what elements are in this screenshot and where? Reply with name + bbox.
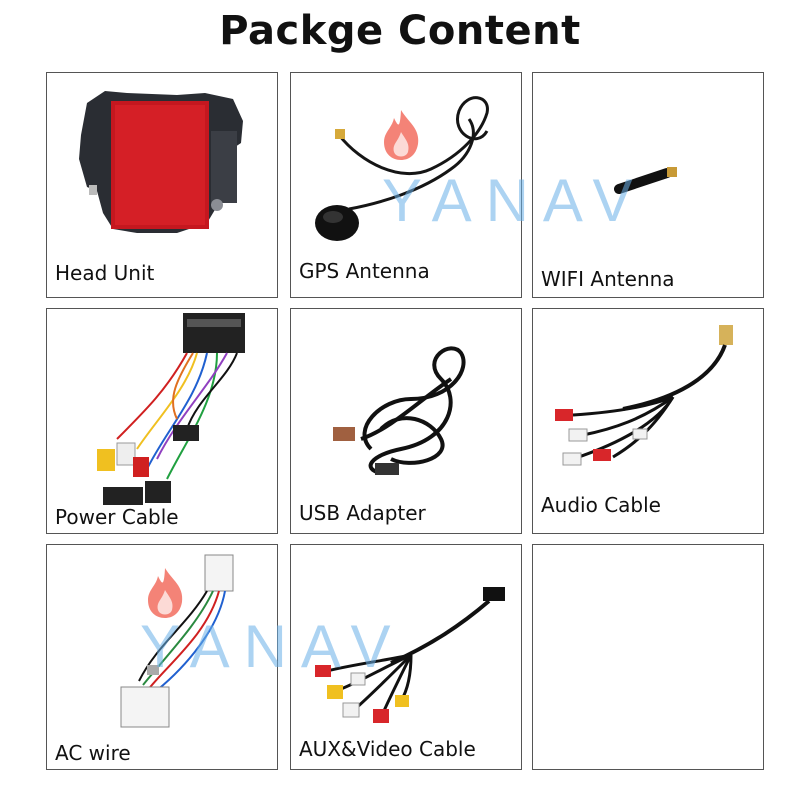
item-head-unit: Head Unit (46, 72, 278, 298)
item-empty (532, 544, 764, 770)
usb-adapter-icon (333, 346, 466, 475)
item-label: AUX&Video Cable (299, 737, 476, 761)
item-label: GPS Antenna (299, 259, 430, 283)
item-ac-wire: AC wire (46, 544, 278, 770)
item-label: USB Adapter (299, 501, 426, 525)
head-unit-icon (79, 91, 243, 233)
audio-cable-icon (555, 325, 733, 466)
item-usb-adapter: USB Adapter (290, 308, 522, 534)
item-label: WIFI Antenna (541, 267, 675, 291)
item-label: Head Unit (55, 261, 155, 285)
gps-antenna-icon (315, 96, 489, 241)
item-label: Power Cable (55, 505, 179, 529)
wifi-antenna-icon (614, 167, 677, 194)
item-aux-video-cable: AUX&Video Cable (290, 544, 522, 770)
item-gps-antenna: GPS Antenna (290, 72, 522, 298)
power-cable-icon (97, 313, 245, 505)
aux-video-cable-icon (315, 587, 505, 723)
ac-wire-icon (120, 554, 234, 728)
item-audio-cable: Audio Cable (532, 308, 764, 534)
page-title: Packge Content (219, 8, 581, 54)
item-wifi-antenna: WIFI Antenna (532, 72, 764, 298)
item-label: AC wire (55, 741, 131, 765)
item-power-cable: Power Cable (46, 308, 278, 534)
item-label: Audio Cable (541, 493, 661, 517)
